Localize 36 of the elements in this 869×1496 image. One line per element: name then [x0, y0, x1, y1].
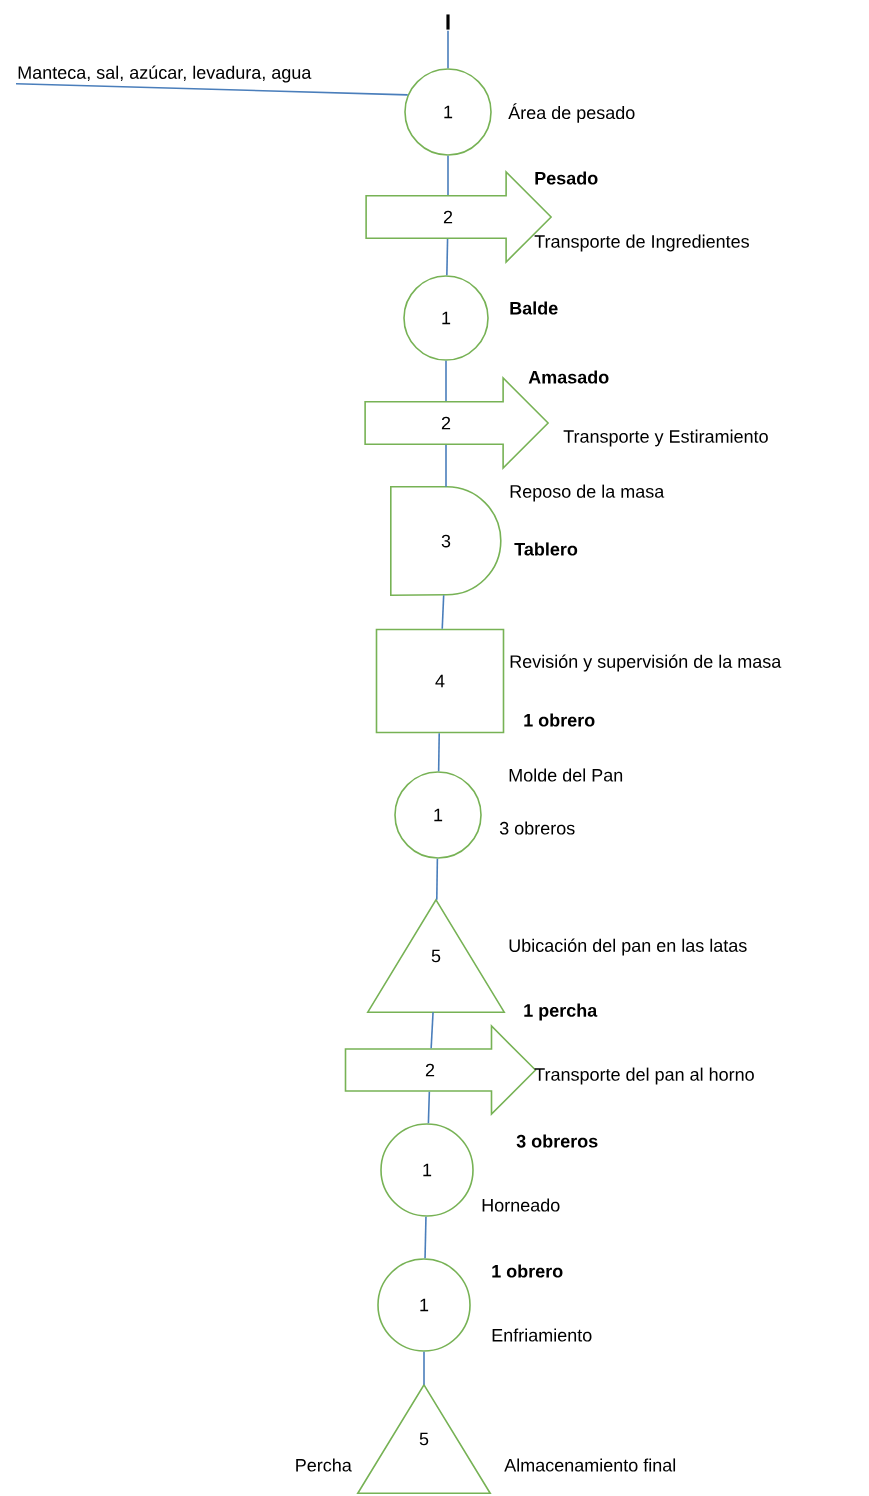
step-label: Tablero [514, 542, 578, 556]
step-label: Molde del Pan [509, 768, 623, 782]
step-label: 1 obrero [524, 713, 595, 727]
input-text: Manteca, sal, azúcar, levadura, agua [18, 65, 312, 83]
connector-line [441, 594, 445, 630]
step-label: 3 obreros [499, 821, 575, 835]
connector-line [447, 30, 449, 69]
connector-line [445, 360, 447, 402]
connector-line [15, 82, 409, 96]
connector-line [437, 732, 441, 772]
step-label: Balde [510, 301, 558, 315]
step-label: Revisión y supervisión de la masa [510, 654, 782, 672]
connector-line [427, 1091, 431, 1125]
connector-line [445, 444, 447, 488]
connector-line [424, 1216, 427, 1259]
connector-line [446, 238, 449, 277]
step-label: Transporte y Estiramiento [563, 429, 768, 447]
step-label: Almacenamiento final [504, 1458, 676, 1472]
step-label: 1 obrero [492, 1264, 563, 1278]
connector-line [430, 1011, 434, 1049]
inspection-square: 4 [375, 628, 505, 734]
note-text: 3 obreros [516, 1134, 598, 1148]
step-label: Ubicación del pan en las latas [509, 938, 747, 956]
connector-line [423, 1351, 425, 1386]
step-label: Transporte de Ingredientes [534, 234, 749, 252]
connector-line [447, 155, 449, 196]
step-label: Transporte del pan al horno [534, 1067, 754, 1085]
step-label: Área de pesado [508, 103, 635, 123]
connector-line [436, 858, 439, 901]
step-label: Reposo de la masa [510, 484, 665, 502]
step-label: Enfriamiento [492, 1328, 592, 1342]
step-label: Horneado [482, 1198, 560, 1212]
step-label: Percha [296, 1458, 352, 1472]
start-mark: I [446, 14, 450, 30]
note-text: 1 percha [524, 1003, 598, 1021]
step-label: Pesado [535, 171, 598, 185]
